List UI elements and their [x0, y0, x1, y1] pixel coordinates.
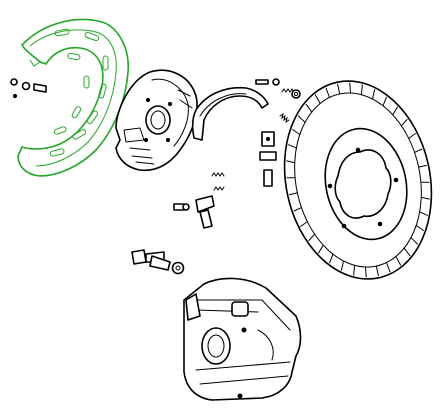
disc-vane — [289, 192, 298, 196]
disc-vane — [410, 237, 419, 245]
disc-vane — [292, 129, 301, 135]
disc-vane — [415, 225, 424, 231]
disc-vane — [365, 266, 367, 278]
disc-vane — [325, 87, 330, 98]
backing-plate[interactable] — [115, 69, 198, 172]
adjuster[interactable] — [195, 195, 215, 229]
disc-vane — [286, 160, 296, 164]
disc-vane — [392, 106, 398, 116]
disc-vane — [372, 89, 376, 100]
return-springs[interactable] — [211, 88, 295, 191]
disc-vane — [293, 207, 302, 212]
disc-vane — [408, 133, 416, 139]
disc-vane — [288, 144, 297, 149]
disc-vane — [297, 115, 306, 123]
brake-shoe[interactable] — [191, 86, 269, 141]
disc-vane — [329, 253, 334, 264]
disc-vane — [419, 211, 428, 216]
disc-vane — [386, 262, 391, 273]
caliper-bolt[interactable] — [131, 249, 185, 275]
disc-vane — [375, 265, 379, 277]
disc-vane — [318, 244, 324, 254]
disc-vane — [400, 119, 408, 127]
disc-vane — [308, 233, 316, 241]
disc-vane — [361, 84, 363, 96]
dust-shield[interactable] — [17, 18, 129, 177]
disc-vane — [340, 260, 344, 271]
disc-vane — [403, 247, 411, 257]
disc-vane — [418, 164, 427, 168]
disc-vane — [314, 94, 321, 104]
disc-vane — [337, 83, 341, 95]
disc-vane — [395, 256, 402, 266]
shield-bolt[interactable] — [10, 78, 47, 99]
disc-vane — [420, 196, 430, 200]
disc-vane — [382, 96, 387, 107]
disc-vane — [353, 264, 355, 276]
disc-vane — [300, 221, 308, 227]
disc-vane — [414, 148, 423, 153]
brake-caliper[interactable] — [183, 277, 302, 401]
brake-disc[interactable] — [267, 67, 445, 293]
disc-vane — [305, 103, 313, 113]
disc-vane — [349, 82, 351, 94]
